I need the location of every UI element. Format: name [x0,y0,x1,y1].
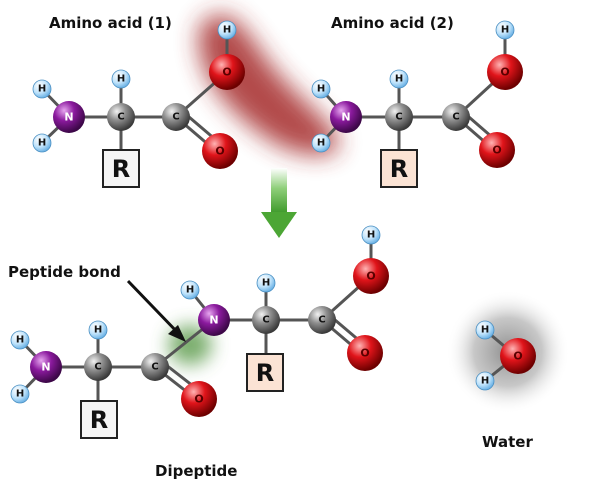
oxygen-atom: O [181,381,217,417]
svg-text:H: H [94,325,102,336]
peptide-bond-label: Peptide bond [8,263,121,281]
nitrogen-atom: N [330,101,362,133]
carbon-atom: C [162,103,190,131]
svg-text:H: H [262,278,270,289]
oxygen-atom: O [487,54,523,90]
r-group-box [80,400,118,439]
svg-text:C: C [395,112,402,123]
water-label: Water [482,433,533,451]
water-molecule: H H O [475,320,536,391]
amino-acid-1-bonds [40,30,229,154]
amino-acid-2: R H H N H C C O H O [311,20,523,188]
r-group-label: R [112,155,130,183]
svg-text:H: H [117,74,125,85]
hydrogen-atom: H [475,320,495,340]
r-group-label: R [90,406,108,434]
carbon-atom: C [107,103,135,131]
svg-text:H: H [186,285,194,296]
carbon-atom: C [252,306,280,334]
svg-text:H: H [38,84,46,95]
amino-acid-1: R H H N H C C O H O [32,20,245,188]
svg-text:C: C [262,315,269,326]
svg-text:H: H [16,389,24,400]
svg-text:H: H [317,84,325,95]
svg-text:N: N [41,361,50,374]
oxygen-atom: O [479,132,515,168]
oxygen-atom: O [209,54,245,90]
svg-text:C: C [94,362,101,373]
svg-text:C: C [318,315,325,326]
hydrogen-atom: H [389,69,409,89]
carbon-atom: C [442,103,470,131]
oxygen-atom: O [353,258,389,294]
svg-text:O: O [360,347,369,360]
hydrogen-atom: H [475,371,495,391]
amino-acid-2-label: Amino acid (2) [331,14,454,32]
r-group-box [246,353,284,392]
svg-text:N: N [341,111,350,124]
carbon-atom: C [308,306,336,334]
hydrogen-atom: H [111,69,131,89]
svg-text:H: H [38,138,46,149]
svg-text:H: H [501,25,509,36]
nitrogen-atom: N [30,351,62,383]
svg-text:C: C [151,362,158,373]
svg-text:O: O [366,270,375,283]
r-group-box [102,149,140,188]
svg-text:C: C [117,112,124,123]
oxygen-atom: O [347,335,383,371]
carbon-atom: C [84,353,112,381]
svg-text:H: H [16,335,24,346]
water-elimination-highlight [198,14,339,156]
svg-text:H: H [481,376,489,387]
hydrogen-atom: H [256,273,276,293]
r-group-label: R [390,155,408,183]
carbon-atom: C [385,103,413,131]
svg-text:O: O [492,144,501,157]
svg-text:O: O [215,145,224,158]
hydrogen-atom: H [180,280,200,300]
svg-text:O: O [194,393,203,406]
svg-text:O: O [500,66,509,79]
hydrogen-atom: H [217,20,237,40]
svg-text:N: N [64,111,73,124]
nitrogen-atom: N [53,101,85,133]
amino-acid-1-label: Amino acid (1) [49,14,172,32]
svg-text:H: H [395,74,403,85]
svg-text:N: N [209,314,218,327]
hydrogen-atom: H [32,79,52,99]
dipeptide-label: Dipeptide [155,462,237,480]
svg-text:H: H [223,25,231,36]
svg-text:H: H [317,138,325,149]
oxygen-atom: O [500,338,536,374]
hydrogen-atom: H [495,20,515,40]
svg-text:C: C [172,112,179,123]
svg-text:O: O [513,350,522,363]
hydrogen-atom: H [311,79,331,99]
oxygen-atom: O [202,133,238,169]
svg-text:O: O [222,66,231,79]
peptide-bond-pointer [126,279,186,342]
hydrogen-atom: H [361,225,381,245]
svg-text:H: H [367,230,375,241]
svg-text:H: H [481,325,489,336]
svg-text:C: C [452,112,459,123]
hydrogen-atom: H [311,133,331,153]
carbon-atom: C [141,353,169,381]
r-group-box [380,149,418,188]
hydrogen-atom: H [88,320,108,340]
hydrogen-atom: H [10,330,30,350]
dipeptide-molecule: R R H H N H C C O H N H C C O H O [10,225,389,439]
reaction-arrow [261,168,297,238]
nitrogen-atom: N [198,304,230,336]
r-group-label: R [256,359,274,387]
hydrogen-atom: H [10,384,30,404]
hydrogen-atom: H [32,133,52,153]
